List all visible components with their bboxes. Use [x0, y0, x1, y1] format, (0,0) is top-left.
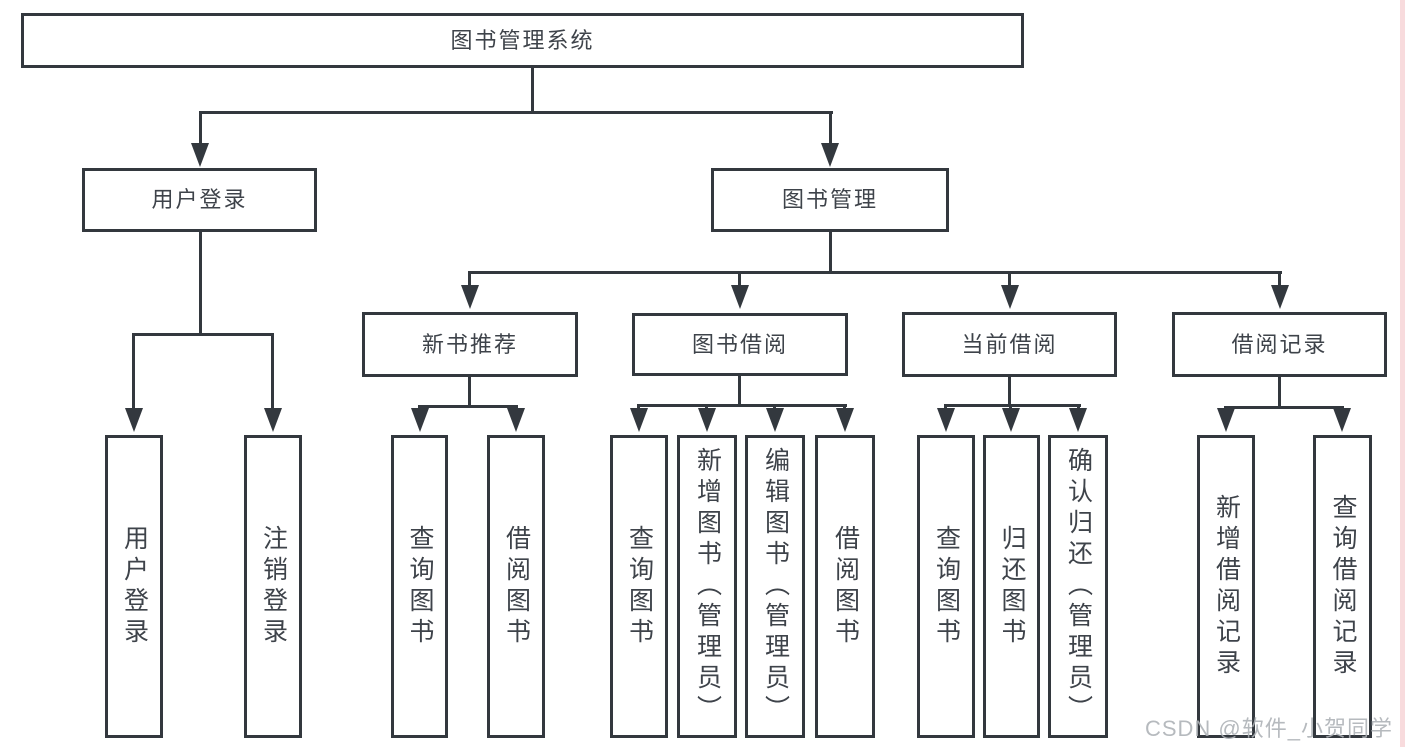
node-user-login: 用户登录: [82, 168, 317, 232]
arrowhead-down-icon: [461, 285, 479, 309]
connector-line: [199, 232, 202, 336]
connector-line: [738, 271, 741, 289]
arrowhead-down-icon: [821, 143, 839, 167]
connector-line: [1008, 377, 1011, 407]
node-book-management: 图书管理: [711, 168, 949, 232]
connector-line: [738, 376, 741, 407]
connector-line: [468, 271, 471, 289]
node-new-book-recommend: 新书推荐: [362, 312, 578, 377]
diagram-node-label: 用户登录: [151, 187, 248, 212]
diagram-node-label: 图书借阅: [691, 331, 788, 357]
arrowhead-down-icon: [1271, 285, 1289, 309]
connector-line: [1224, 406, 1344, 409]
diagram-node-label: 新书推荐: [421, 331, 518, 357]
arrowhead-down-icon: [937, 408, 955, 432]
diagram-node-label: 确认归还（管理员）: [1064, 447, 1093, 726]
arrowhead-down-icon: [731, 285, 749, 309]
arrowhead-down-icon: [1333, 408, 1351, 432]
diagram-node-label: 查询图书: [625, 524, 654, 649]
connector-line: [468, 377, 471, 408]
arrowhead-down-icon: [191, 143, 209, 167]
connector-line: [944, 404, 1081, 407]
connector-line: [1278, 377, 1281, 409]
diagram-node-label: 图书管理: [781, 187, 878, 212]
node-logout-leaf: 注销登录: [244, 435, 302, 738]
diagram-node-label: 当前借阅: [961, 331, 1058, 357]
node-query-borrow-record: 查询借阅记录: [1313, 435, 1372, 738]
node-root: 图书管理系统: [21, 13, 1024, 68]
arrowhead-down-icon: [507, 408, 525, 432]
arrowhead-down-icon: [411, 408, 429, 432]
node-book-borrowing: 图书借阅: [632, 313, 848, 376]
node-confirm-return-admin: 确认归还（管理员）: [1048, 435, 1108, 738]
connector-line: [132, 333, 135, 409]
connector-line: [199, 111, 833, 114]
diagram-node-label: 查询借阅记录: [1329, 493, 1357, 680]
csdn-watermark: CSDN @软件_小贺同学: [1144, 716, 1393, 741]
node-query-books-borrowing: 查询图书: [610, 435, 668, 738]
connector-line: [271, 333, 274, 409]
diagram-node-label: 借阅图书: [502, 524, 531, 649]
node-return-books: 归还图书: [983, 435, 1040, 738]
node-add-borrow-record: 新增借阅记录: [1197, 435, 1255, 738]
diagram-node-label: 新增借阅记录: [1212, 493, 1241, 680]
connector-line: [468, 271, 1282, 274]
node-query-books-recommend: 查询图书: [391, 435, 448, 738]
node-borrow-books-recommend: 借阅图书: [487, 435, 545, 738]
arrowhead-down-icon: [1001, 285, 1019, 309]
right-edge-tint: [1400, 0, 1405, 747]
arrowhead-down-icon: [1217, 408, 1235, 432]
arrowhead-down-icon: [836, 408, 854, 432]
diagram-node-label: 图书管理系统: [450, 27, 595, 53]
diagram-node-label: 注销登录: [259, 524, 288, 649]
diagram-node-label: 归还图书: [998, 524, 1026, 649]
arrowhead-down-icon: [1069, 408, 1087, 432]
connector-line: [199, 111, 202, 147]
connector-line: [418, 405, 518, 408]
node-borrow-books-borrowing: 借阅图书: [815, 435, 875, 738]
arrowhead-down-icon: [766, 408, 784, 432]
arrowhead-down-icon: [698, 408, 716, 432]
node-user-login-leaf: 用户登录: [105, 435, 163, 738]
diagram-node-label: 编辑图书（管理员）: [761, 447, 790, 726]
node-borrowing-records: 借阅记录: [1172, 312, 1387, 377]
connector-line: [829, 111, 832, 147]
connector-line: [829, 232, 832, 274]
node-query-books-current: 查询图书: [917, 435, 975, 738]
arrowhead-down-icon: [125, 408, 143, 432]
diagram-node-label: 借阅图书: [831, 524, 860, 649]
diagram-node-label: 查询图书: [932, 524, 961, 649]
node-add-books-admin: 新增图书（管理员）: [677, 435, 737, 738]
diagram-node-label: 借阅记录: [1231, 331, 1328, 357]
diagram-node-label: 查询图书: [406, 524, 434, 649]
node-current-borrowing: 当前借阅: [902, 312, 1117, 377]
diagram-node-label: 用户登录: [120, 524, 149, 649]
arrowhead-down-icon: [264, 408, 282, 432]
diagram-node-label: 新增图书（管理员）: [693, 447, 722, 726]
node-edit-books-admin: 编辑图书（管理员）: [745, 435, 805, 738]
connector-line: [1278, 271, 1281, 289]
connector-line: [1008, 271, 1011, 289]
arrowhead-down-icon: [630, 408, 648, 432]
connector-line: [531, 68, 534, 113]
connector-line: [637, 404, 847, 407]
arrowhead-down-icon: [1002, 408, 1020, 432]
connector-line: [132, 333, 274, 336]
